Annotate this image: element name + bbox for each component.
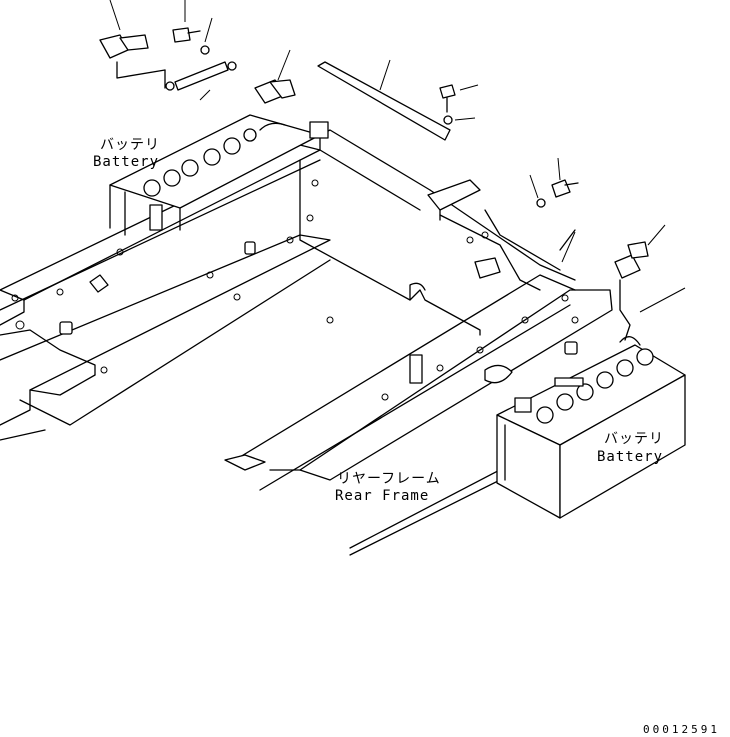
rear-frame-label-en: Rear Frame <box>335 488 429 504</box>
left-battery <box>109 114 329 236</box>
battery-strap <box>317 59 579 208</box>
document-number: 00012591 <box>643 723 720 736</box>
frame-leader <box>561 231 576 263</box>
battery-left-label-en: Battery <box>93 154 159 170</box>
battery-right-label-en: Battery <box>597 449 663 465</box>
battery-left-label-jp: バッテリ <box>100 137 160 153</box>
rear-frame-label-jp: リヤーフレーム <box>337 471 441 487</box>
battery-right-label-jp: バッテリ <box>604 431 664 447</box>
frame-blocks <box>59 241 578 384</box>
right-cable-assembly <box>614 224 686 341</box>
mounting-bracket <box>427 179 481 221</box>
left-cable-assembly <box>99 0 296 104</box>
right-battery <box>496 336 686 519</box>
frame-holes <box>11 179 579 401</box>
